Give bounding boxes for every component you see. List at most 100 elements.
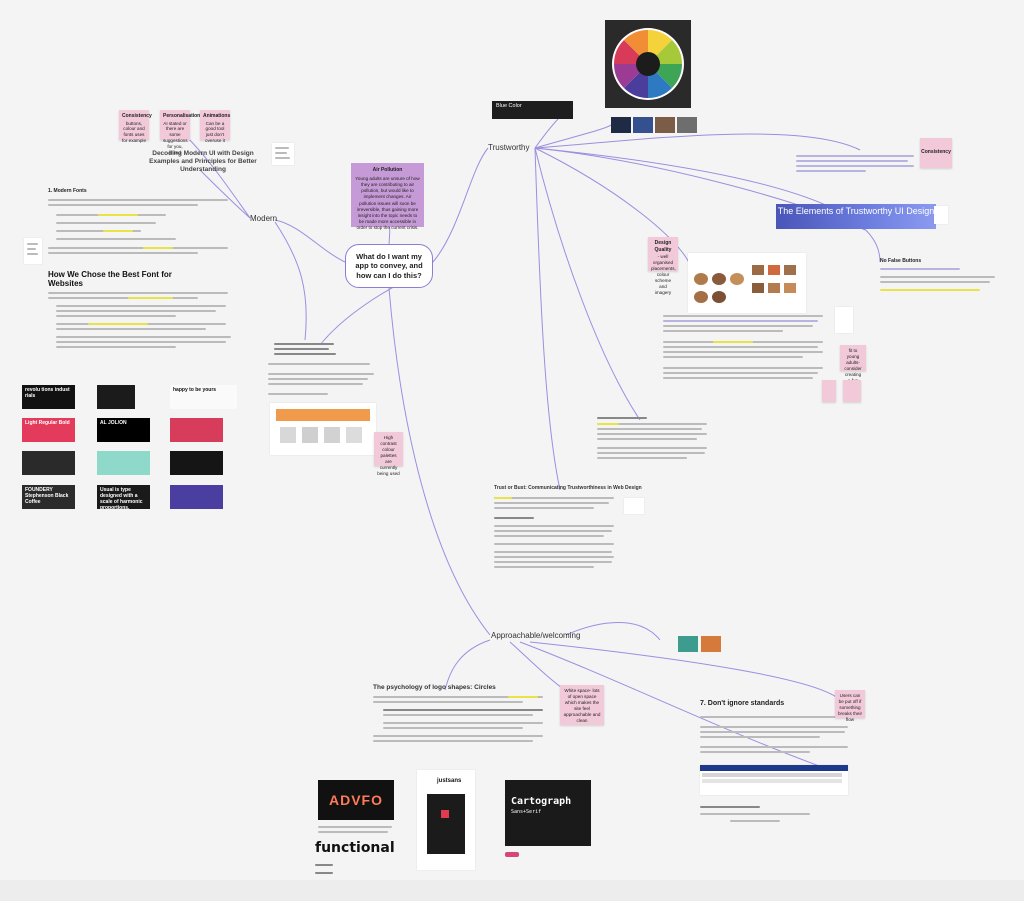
sticky-animations[interactable]: Animations Can be a good tool just don't… — [200, 110, 231, 143]
swatch-brown — [655, 117, 675, 133]
sticky-personalisation[interactable]: Personalisation AI stated or there are s… — [160, 110, 201, 155]
circle-logo-caption — [318, 826, 394, 840]
psychology-logo-block: The psychology of logo shapes: Circles — [373, 684, 548, 744]
windows-app-screenshot[interactable] — [700, 765, 848, 795]
sticky-small-2[interactable] — [843, 380, 861, 402]
modern-fonts-article: 1. Modern Fonts How We Chose the Best Fo… — [48, 188, 238, 356]
font-tile-10: Usual is type designed with a scale of h… — [97, 485, 150, 509]
font-tile-5: AL JOL/ON — [97, 418, 150, 442]
sticky-personalisation-text: AI stated or there are some suggestions … — [163, 120, 188, 156]
blue-color-title: Blue Color — [496, 103, 522, 109]
font-tile-6 — [170, 418, 223, 442]
modern-fonts-section: 1. Modern Fonts — [48, 188, 87, 194]
modern-doc-title: Decoding Modern UI with Design Examples … — [149, 150, 257, 173]
branch-trustworthy[interactable]: Trustworthy — [488, 143, 530, 152]
blue-color-card[interactable]: Blue Color — [492, 101, 573, 119]
sticky-white-space[interactable]: White space- lots of open space which ma… — [560, 685, 604, 725]
circle-logo-word: ADVFO — [329, 792, 383, 808]
font-tile-4: Light Regular Bold — [22, 418, 75, 442]
trust-bust-thumbnail[interactable] — [624, 498, 644, 514]
trust-side-thumbnail[interactable] — [835, 307, 853, 333]
font-tile-9 — [170, 451, 223, 475]
color-wheel-graphic — [612, 28, 684, 100]
connector-central-modern — [274, 219, 346, 263]
trust-or-bust-block: Trust or Bust: Communicating Trustworthi… — [494, 485, 644, 585]
cartograph-button[interactable] — [505, 852, 519, 857]
comprehension-block — [597, 417, 709, 472]
swatch-teal — [678, 636, 698, 652]
justsans-wordmark: justsans — [437, 778, 462, 784]
font-tile-7 — [22, 451, 75, 475]
standards-toolbar-example — [700, 806, 820, 826]
air-pollution-title: Air Pollution — [372, 167, 403, 173]
font-tile-3: happy to be yours — [170, 385, 237, 409]
website-screenshot[interactable] — [270, 403, 376, 455]
sticky-design-quality-title: Design Quality — [654, 240, 672, 253]
no-false-buttons-title: No False Buttons — [880, 258, 922, 264]
justsans-example[interactable]: justsans — [417, 770, 475, 870]
trust-heading-banner: The Elements of Trustworthy UI Design — [776, 204, 936, 229]
branch-modern[interactable]: Modern — [250, 214, 278, 223]
swatch-gray — [677, 117, 697, 133]
sticky-high-contrast-text: High contrast colour palettes are curren… — [377, 435, 400, 476]
color-wheel-image[interactable] — [605, 20, 691, 108]
font-tile-11 — [170, 485, 223, 509]
sticky-animations-title: Animations — [203, 113, 231, 119]
trust-intro-text — [796, 155, 916, 175]
trust-heading-thumbnail[interactable] — [934, 206, 948, 224]
sticky-consistency[interactable]: Consistency buttons, colour and fonts us… — [119, 110, 152, 143]
central-question-text: What do I want my app to convey, and how… — [355, 251, 423, 280]
connector-trust-comp — [534, 147, 641, 421]
canvas-bottom-bar — [0, 880, 1024, 901]
modern-bullets-block — [268, 340, 378, 428]
psychology-title: The psychology of logo shapes: Circles — [373, 684, 496, 691]
trust-or-bust-title: Trust or Bust: Communicating Trustworthi… — [494, 485, 642, 491]
food-website-screenshot[interactable] — [688, 253, 806, 313]
font-examples-grid: revolu tions indust rials happy to be yo… — [22, 385, 237, 510]
modern-side-thumbnail[interactable] — [24, 238, 42, 264]
connector-central-trust — [432, 147, 489, 263]
swatch-navy — [611, 117, 631, 133]
approach-swatch-caption — [652, 641, 674, 651]
cartograph-wordmark: Cartograph — [511, 796, 572, 807]
sticky-small-1[interactable] — [822, 380, 836, 402]
sticky-users-flow-text: Users can be put off if something breaks… — [838, 693, 863, 722]
circle-logo-example[interactable]: ADVFO — [318, 780, 394, 820]
sticky-design-quality-text: - well organised placements, colour sche… — [651, 254, 676, 295]
font-tile-1: revolu tions indust rials — [22, 385, 75, 409]
modern-doc-thumbnail[interactable] — [272, 143, 294, 165]
swatch-blue — [633, 117, 653, 133]
sticky-users-flow[interactable]: Users can be put off if something breaks… — [835, 690, 865, 722]
sticky-fit-young[interactable]: fit to young adults- consider creating a… — [840, 345, 866, 389]
connector-modern-fonts — [274, 221, 307, 341]
connector-trust-bust — [534, 147, 561, 491]
dont-ignore-standards-block: 7. Don't ignore standards — [700, 700, 850, 760]
branch-approachable[interactable]: Approachable/welcoming — [491, 631, 581, 640]
sticky-consistency-title: Consistency — [122, 113, 152, 119]
connector-trust-swatches — [534, 123, 613, 149]
modern-fonts-heading: How We Chose the Best Font for Websites — [48, 270, 172, 288]
dont-ignore-title: 7. Don't ignore standards — [700, 700, 785, 707]
no-false-buttons-block: No False Buttons — [880, 258, 1000, 298]
functional-list — [315, 862, 395, 880]
sticky-design-quality[interactable]: Design Quality - well organised placemen… — [648, 237, 678, 295]
sticky-high-contrast[interactable]: High contrast colour palettes are curren… — [374, 432, 403, 476]
connector-trust-consistency — [534, 133, 861, 151]
cartograph-example[interactable]: Cartograph Sans+Serif — [505, 780, 591, 846]
connector-approach-white — [509, 641, 566, 691]
sticky-animations-text: Can be a good tool just don't overuse it — [205, 120, 225, 144]
font-tile-2 — [97, 385, 135, 409]
cartograph-subtitle: Sans+Serif — [511, 809, 542, 815]
font-tile-8 — [97, 451, 150, 475]
sticky-consistency-right[interactable]: Consistency — [920, 138, 952, 168]
sticky-personalisation-title: Personalisation — [163, 113, 201, 119]
functional-wordmark: functional — [315, 840, 395, 856]
connector-approach-psych — [444, 639, 491, 691]
connector-central-approach — [388, 287, 491, 636]
air-pollution-note[interactable]: Air Pollution Young adults are unsure of… — [351, 163, 424, 230]
blue-color-caption-line — [496, 110, 569, 114]
sticky-consistency-text: buttons, colour and fonts uses for examp… — [122, 120, 147, 144]
air-pollution-text: Young adults are unsure of how they are … — [355, 175, 420, 231]
central-question-node[interactable]: What do I want my app to convey, and how… — [345, 244, 433, 288]
